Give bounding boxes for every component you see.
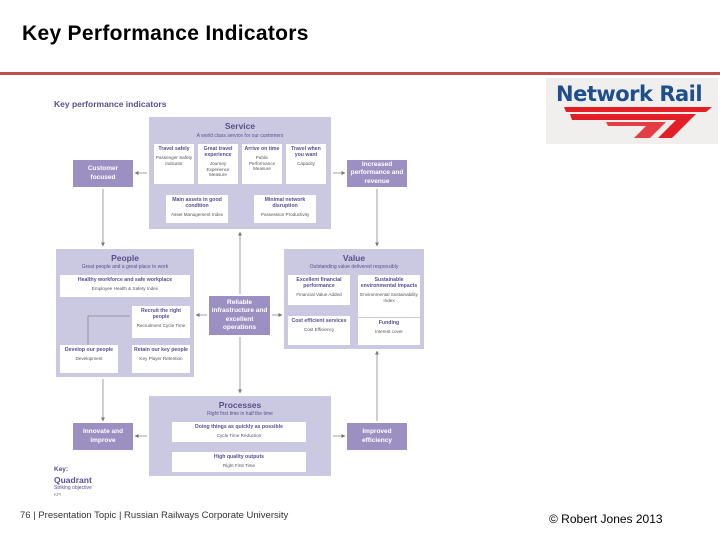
service-item-asset-condition: Main assets in good condition Asset Mana… [166, 195, 228, 223]
kpi-label: Public Performance Measure [248, 155, 276, 172]
logo-wordmark: Network Rail [556, 82, 703, 106]
key-label: Key: [54, 466, 69, 473]
people-item-develop: Develop our people Development [60, 345, 118, 373]
value-item-financial: Excellent financial performance Financia… [288, 275, 350, 305]
service-item-travel-safely: Travel safely Passenger Safety Indicator [154, 144, 194, 184]
objective-title: Travel safely [158, 146, 190, 152]
service-item-arrive-on-time: Arrive on time Public Performance Measur… [242, 144, 282, 184]
service-item-travel-experience: Great travel experience Journey Experien… [198, 144, 238, 184]
service-heading: Service [224, 121, 256, 131]
kpi-label: Asset Management Index [170, 212, 224, 218]
key-kpi: KPI [54, 492, 62, 497]
objective-title: Main assets in good condition [172, 197, 222, 210]
kpi-label: Possession Productivity [260, 212, 310, 218]
objective-title: Excellent financial performance [296, 277, 342, 290]
objective-title: Doing things as quickly as possible [195, 424, 283, 430]
processes-item-high-quality: High quality outputs Right First Time [172, 452, 306, 472]
objective-title: Develop our people [64, 347, 114, 353]
kpi-label: Passenger Safety Indicator [155, 155, 193, 166]
kpi-label: Cycle Time Reduction [216, 433, 262, 439]
kpi-label: Environmental Sustainability Index [360, 292, 418, 303]
processes-item-quickly: Doing things as quickly as possible Cycl… [172, 422, 306, 442]
objective-title: Recruit the right people [140, 308, 182, 321]
kpi-label: Key Player Retention [139, 356, 183, 362]
objective-title: Arrive on time [244, 146, 280, 152]
key-quadrant: Quadrant [54, 475, 92, 485]
value-item-funding: Funding Interest cover [358, 318, 420, 345]
objective-title: Cost efficient services [291, 318, 347, 324]
objective-title: Great travel experience [203, 146, 233, 159]
people-item-healthy-workforce: Healthy workforce and safe workplace Emp… [60, 275, 190, 297]
kpi-label: Journey Experience Measure [206, 161, 230, 178]
objective-title: Minimal network disruption [264, 197, 306, 210]
people-item-recruit: Recruit the right people Recruitment Cyc… [132, 306, 190, 338]
people-item-retain: Retain our key people Key Player Retenti… [132, 345, 190, 373]
value-subtitle: Outstanding value delivered responsibly [309, 264, 399, 270]
kpi-label: Recruitment Cycle Time [136, 323, 186, 329]
kpi-label: Development [75, 356, 103, 362]
network-rail-logo: Network Rail [546, 78, 718, 144]
kpi-label: Interest cover [375, 329, 403, 335]
value-item-cost-efficient: Cost efficient services Cost Efficiency [288, 316, 350, 345]
objective-title: High quality outputs [213, 454, 265, 460]
driver-reliable-infrastructure: Reliable infrastructure and excellent op… [209, 296, 270, 335]
title-divider [0, 72, 720, 75]
objective-title: Retain our key people [134, 347, 188, 353]
diagram-title: Key performance indicators [54, 99, 167, 109]
kpi-label: Cost Efficiency [303, 327, 335, 333]
service-item-travel-when-you-want: Travel when you want Capacity [286, 144, 326, 184]
driver-customer-focused: Customer focused [73, 160, 133, 187]
kpi-label: Right First Time [222, 463, 256, 469]
objective-title: Sustainable environmental impacts [360, 277, 418, 290]
objective-title: Travel when you want [291, 146, 321, 159]
kpi-label: Employee Health & Safety Index [91, 286, 159, 292]
value-item-environmental: Sustainable environmental impacts Enviro… [358, 275, 420, 317]
kpi-label: Financial Value Added [296, 292, 342, 298]
driver-improved-efficiency: Improved efficiency [347, 423, 407, 450]
processes-heading: Processes [218, 400, 262, 410]
people-heading: People [111, 253, 139, 263]
footer-text: 76 | Presentation Topic | Russian Railwa… [20, 510, 289, 521]
driver-innovate: Innovate and improve [73, 423, 133, 450]
kpi-label: Capacity [297, 161, 315, 167]
people-subtitle: Great people and a great place to work [81, 264, 169, 270]
footer-copyright: © Robert Jones 2013 [549, 512, 663, 526]
objective-title: Funding [378, 320, 400, 326]
service-subtitle: A world class service for our customers [196, 133, 284, 139]
driver-increased-performance: Increased performance and revenue [347, 160, 407, 187]
service-item-network-disruption: Minimal network disruption Possession Pr… [254, 195, 316, 223]
key-objective: Striking objective [54, 485, 92, 491]
value-heading: Value [342, 253, 366, 263]
objective-title: Healthy workforce and safe workplace [77, 277, 173, 283]
logo-chevrons-icon [564, 107, 712, 138]
slide-title: Key Performance Indicators [22, 22, 309, 45]
processes-subtitle: Right first time in half the time [207, 411, 273, 417]
